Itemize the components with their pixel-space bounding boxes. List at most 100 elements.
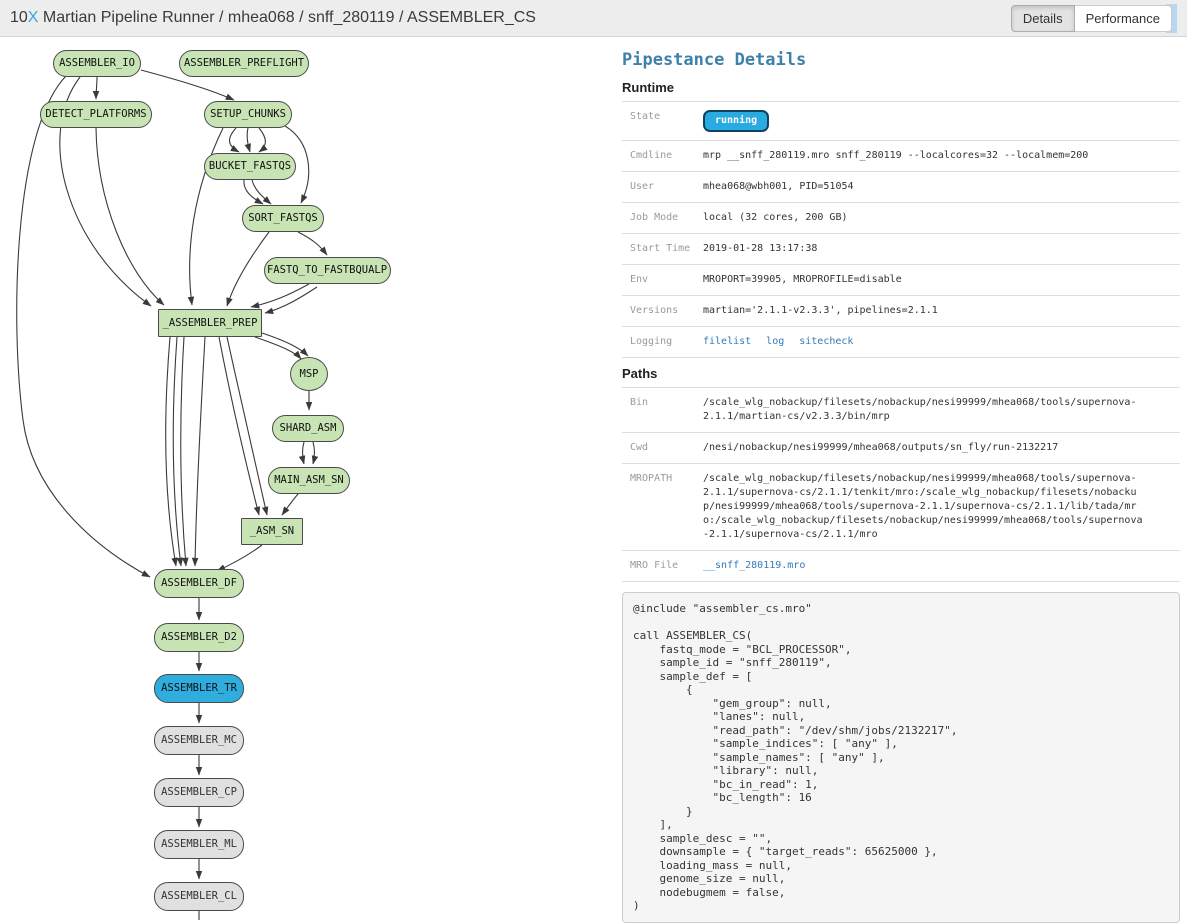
graph-node-shard_asm[interactable]: SHARD_ASM <box>272 414 344 442</box>
page-title: 10X Martian Pipeline Runner / mhea068 / … <box>10 9 536 27</box>
graph-edge <box>172 336 184 567</box>
row-value: 2019-01-28 13:17:38 <box>703 243 818 254</box>
row-value: martian='2.1.1-v2.3.3', pipelines=2.1.1 <box>703 305 938 316</box>
row-label: User <box>630 181 655 192</box>
row-value: mrp __snff_280119.mro snff_280119 --loca… <box>703 150 1089 161</box>
row-value: /nesi/nobackup/nesi99999/mhea068/outputs… <box>703 442 1059 453</box>
table-row-bin: Bin/scale_wlg_nobackup/filesets/nobackup… <box>622 387 1180 433</box>
row-label: Cwd <box>630 442 649 453</box>
graph-node-setup_chunks[interactable]: SETUP_CHUNKS <box>204 100 292 128</box>
mro-file-link[interactable]: __snff_280119.mro <box>703 560 806 571</box>
graph-edge <box>216 544 263 572</box>
row-value: __snff_280119.mro <box>703 551 1180 582</box>
table-row-versions: Versions martian='2.1.1-v2.3.3', pipeline… <box>622 295 1180 327</box>
graph-edge <box>311 441 319 465</box>
section-heading-runtime: Runtime <box>622 80 674 95</box>
table-row-job-mode: Job Mode local (32 cores, 200 GB) <box>622 202 1180 234</box>
graph-edge <box>261 332 309 357</box>
table-row-user: User mhea068@wbh001, PID=51054 <box>622 171 1180 203</box>
brand-10: 10 <box>10 9 28 26</box>
row-value: running <box>703 102 1180 141</box>
graph-edge <box>218 336 261 516</box>
graph-edge <box>281 493 299 516</box>
graph-edge <box>229 127 240 153</box>
graph-node-assembler_d2[interactable]: ASSEMBLER_D2 <box>154 622 244 652</box>
performance-button[interactable]: Performance <box>1074 5 1172 32</box>
graph-node-assembler_cl[interactable]: ASSEMBLER_CL <box>154 881 244 911</box>
row-value: mhea068@wbh001, PID=51054 <box>703 181 854 192</box>
table-row-state: State running <box>622 101 1180 141</box>
graph-edge <box>191 336 206 567</box>
state-badge: running <box>703 110 770 132</box>
graph-node-assembler_cp[interactable]: ASSEMBLER_CP <box>154 777 244 807</box>
row-label: MROPATH <box>630 473 673 484</box>
section-heading-paths: Paths <box>622 366 658 381</box>
row-label: Job Mode <box>630 212 679 223</box>
row-label: Env <box>630 274 649 285</box>
graph-node-sort_fastqs[interactable]: SORT_FASTQS <box>242 204 324 232</box>
logging-link-filelist[interactable]: filelist <box>703 336 752 347</box>
row-label: State <box>630 111 661 122</box>
table-row-mro-file: MRO File __snff_280119.mro <box>622 550 1180 582</box>
row-label: MRO File <box>630 560 679 571</box>
paths-table: Bin/scale_wlg_nobackup/filesets/nobackup… <box>622 387 1180 582</box>
row-label: Logging <box>630 336 673 347</box>
graph-edge <box>264 286 318 314</box>
logging-link-sitecheck[interactable]: sitecheck <box>799 336 854 347</box>
graph-edge <box>297 231 328 256</box>
graph-edge <box>180 336 189 567</box>
graph-edge <box>251 179 272 205</box>
graph-edge <box>258 127 268 153</box>
graph-edge <box>244 127 251 153</box>
graph-node-assembler_preflight[interactable]: ASSEMBLER_PREFLIGHT <box>179 49 309 77</box>
graph-node-detect_platforms[interactable]: DETECT_PLATFORMS <box>40 100 152 128</box>
mro-code-block: @include "assembler_cs.mro" call ASSEMBL… <box>622 592 1180 923</box>
graph-node-msp[interactable]: MSP <box>290 357 328 391</box>
graph-node-bucket_fastqs[interactable]: BUCKET_FASTQS <box>204 152 296 180</box>
row-label: Cmdline <box>630 150 673 161</box>
row-label: Bin <box>630 397 649 408</box>
logging-link-log[interactable]: log <box>766 336 785 347</box>
graph-node-assembler_df[interactable]: ASSEMBLER_DF <box>154 568 244 598</box>
table-row-mropath: MROPATH/scale_wlg_nobackup/filesets/noba… <box>622 463 1180 551</box>
row-value: filelist log sitecheck <box>703 327 1180 358</box>
row-value: /scale_wlg_nobackup/filesets/nobackup/ne… <box>703 473 1143 540</box>
table-row-env: Env MROPORT=39905, MROPROFILE=disable <box>622 264 1180 296</box>
brand-x: X <box>27 9 39 26</box>
table-row-logging: Logging filelist log sitecheck <box>622 326 1180 358</box>
header-bar: 10X Martian Pipeline Runner / mhea068 / … <box>0 0 1187 37</box>
graph-edge <box>226 231 270 307</box>
graph-node-assembler_io[interactable]: ASSEMBLER_IO <box>53 49 141 77</box>
view-toggle-group: Details Performance <box>1010 5 1172 32</box>
graph-edge <box>165 336 178 567</box>
row-value: local (32 cores, 200 GB) <box>703 212 848 223</box>
graph-edge <box>254 336 302 360</box>
graph-node-assembler_mc[interactable]: ASSEMBLER_MC <box>154 725 244 755</box>
row-label: Versions <box>630 305 679 316</box>
graph-node-assembler_tr[interactable]: ASSEMBLER_TR <box>154 673 244 703</box>
panel-title: Pipestance Details <box>622 50 807 70</box>
graph-edge <box>250 283 310 309</box>
graph-edge <box>92 76 100 100</box>
graph-edge <box>243 179 264 205</box>
table-row-start-time: Start Time 2019-01-28 13:17:38 <box>622 233 1180 265</box>
row-value: MROPORT=39905, MROPROFILE=disable <box>703 274 902 285</box>
graph-node-_assembler_prep[interactable]: _ASSEMBLER_PREP <box>158 309 262 337</box>
row-label: Start Time <box>630 243 691 254</box>
breadcrumb: Martian Pipeline Runner / mhea068 / snff… <box>38 9 536 26</box>
details-button[interactable]: Details <box>1010 5 1075 32</box>
graph-node-main_asm_sn[interactable]: MAIN_ASM_SN <box>268 466 350 494</box>
graph-node-_asm_sn[interactable]: _ASM_SN <box>241 517 303 545</box>
table-row-cwd: Cwd/nesi/nobackup/nesi99999/mhea068/outp… <box>622 432 1180 464</box>
graph-edge <box>298 441 306 465</box>
row-value: /scale_wlg_nobackup/filesets/nobackup/ne… <box>703 397 1137 422</box>
graph-node-fastq_to_fastbqualp[interactable]: FASTQ_TO_FASTBQUALP <box>263 256 391 284</box>
graph-edge <box>16 75 151 578</box>
table-row-cmdline: Cmdline mrp __snff_280119.mro snff_280119… <box>622 140 1180 172</box>
graph-edge <box>226 336 269 516</box>
graph-edge <box>95 127 165 306</box>
graph-node-assembler_ml[interactable]: ASSEMBLER_ML <box>154 829 244 859</box>
